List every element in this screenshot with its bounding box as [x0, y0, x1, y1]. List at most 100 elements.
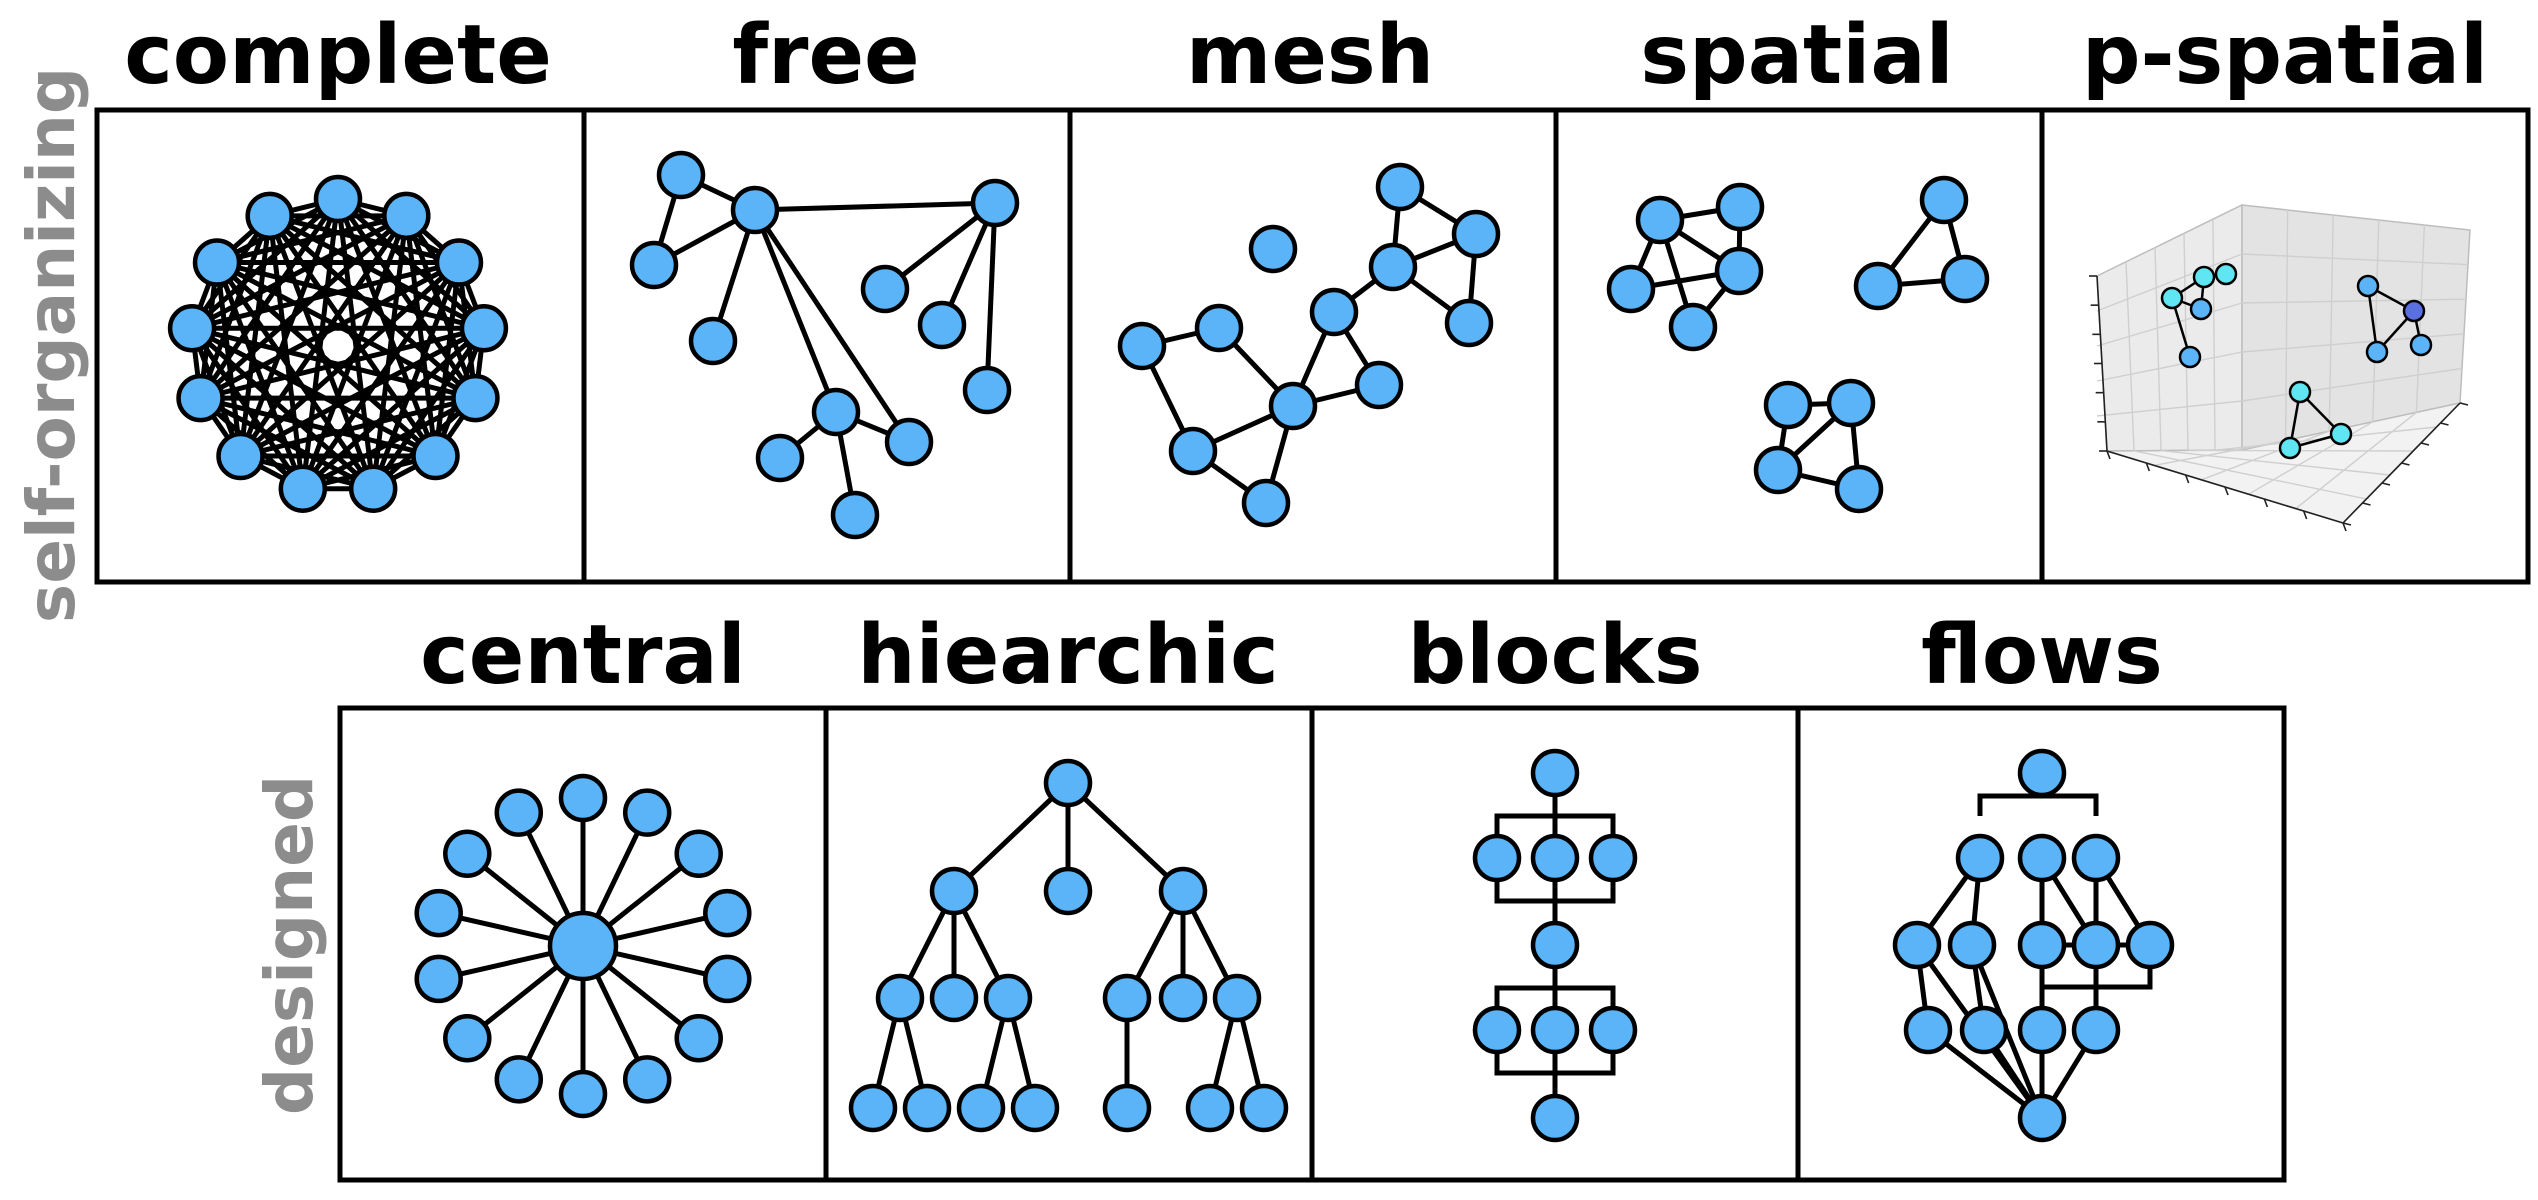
graph-edge — [267, 213, 306, 492]
graph-edge — [752, 200, 998, 213]
graph-node — [1158, 866, 1208, 916]
graph-node — [884, 417, 934, 467]
graph-mesh — [1117, 162, 1501, 528]
graph-node — [1241, 478, 1291, 528]
axis-tick — [2342, 522, 2352, 526]
graph-node — [622, 788, 672, 837]
graph-node — [2160, 286, 2184, 310]
graph-node — [674, 1014, 723, 1063]
graph-node — [1588, 833, 1638, 883]
graph-hierarchic — [848, 758, 1289, 1133]
graph-node — [1309, 287, 1359, 337]
graph-edge — [335, 196, 478, 401]
graph-edge — [752, 207, 912, 445]
graph-node — [1354, 360, 1404, 410]
graph-node — [434, 238, 484, 287]
grid-line — [2328, 214, 2334, 432]
panel-title-flows: flows — [1921, 608, 2163, 703]
graph-node — [860, 264, 910, 314]
panel-title-p-spatial: p-spatial — [2082, 8, 2488, 103]
graph-node — [1715, 182, 1765, 232]
graph-node — [216, 431, 265, 481]
graph-node — [2356, 274, 2380, 298]
graph-node — [1185, 1083, 1235, 1133]
graph-node — [176, 373, 225, 423]
graph-node — [1239, 1083, 1289, 1133]
graph-node — [1043, 866, 1093, 916]
graph-node — [1834, 464, 1884, 514]
graph-edge — [198, 196, 341, 401]
graph-node — [1668, 302, 1718, 352]
panel-title-hierarchic: hiearchic — [857, 608, 1279, 703]
graph-node — [1212, 973, 1262, 1023]
graph-node — [2278, 436, 2302, 460]
grid-line — [2295, 411, 2417, 510]
graph-node — [547, 910, 619, 982]
graph-node — [1606, 264, 1656, 314]
graph-node — [917, 300, 967, 350]
graph-node — [902, 1083, 952, 1133]
graph-node — [494, 1055, 544, 1104]
grid-line — [2201, 430, 2330, 481]
graph-edge — [752, 207, 839, 415]
axis-tick — [2106, 450, 2111, 460]
grid-line — [2160, 449, 2390, 476]
grid-line — [2212, 219, 2216, 451]
graph-node — [1826, 378, 1876, 428]
graph-node — [1530, 920, 1580, 970]
grid-line — [2241, 298, 2467, 304]
axis-tick — [2184, 474, 2190, 484]
graph-node — [348, 464, 398, 513]
graph-node — [1194, 303, 1244, 353]
graph-blocks — [1472, 748, 1638, 1143]
graph-node — [2071, 833, 2121, 883]
graph-node — [703, 954, 752, 1004]
graph-node — [1753, 445, 1803, 495]
graph-node — [2409, 333, 2433, 357]
graph-node — [962, 365, 1012, 415]
graph-edge — [267, 213, 462, 265]
axis-tick — [2145, 462, 2151, 472]
graph-node — [730, 185, 780, 235]
graph-node — [929, 973, 979, 1023]
graph-node — [1714, 246, 1764, 296]
grid-line — [2241, 367, 2463, 402]
graph-node — [1472, 833, 1522, 883]
grid-line — [2154, 247, 2162, 451]
graph-node — [1248, 224, 1298, 274]
graph-node — [1959, 1005, 2009, 1055]
graph-edge — [214, 259, 306, 492]
axis-tick — [2302, 510, 2308, 520]
graph-node — [956, 1083, 1006, 1133]
graph-node — [411, 431, 460, 481]
graph-node — [2071, 920, 2121, 970]
panel-title-free: free — [732, 8, 919, 103]
graph-node — [2017, 833, 2067, 883]
graph-edge — [300, 325, 487, 492]
graph-node — [443, 1014, 492, 1063]
graph-node — [1955, 833, 2005, 883]
panel-frame-spatial — [1553, 107, 2045, 585]
graph-node — [1588, 1005, 1638, 1055]
graph-node — [1763, 380, 1813, 430]
graph-node — [2365, 340, 2389, 364]
graph-node — [245, 191, 294, 241]
graph-node — [970, 178, 1020, 228]
graph-node — [1919, 175, 1969, 225]
graph-node — [1892, 920, 1942, 970]
axis-tick — [2263, 498, 2269, 508]
graph-node — [1635, 195, 1685, 245]
graph-node — [414, 954, 463, 1004]
graph-node — [382, 191, 431, 241]
graph-p-spatial — [2089, 203, 2471, 532]
graph-node — [558, 773, 608, 823]
graph-node — [1043, 758, 1093, 808]
graph-flows — [1892, 748, 2175, 1143]
graph-node — [2214, 262, 2238, 286]
graph-node — [414, 888, 463, 938]
graph-node — [629, 240, 679, 290]
graph-node — [1268, 381, 1318, 431]
graph-edge — [370, 259, 462, 492]
graph-node — [1158, 973, 1208, 1023]
grid-line — [2125, 261, 2135, 451]
